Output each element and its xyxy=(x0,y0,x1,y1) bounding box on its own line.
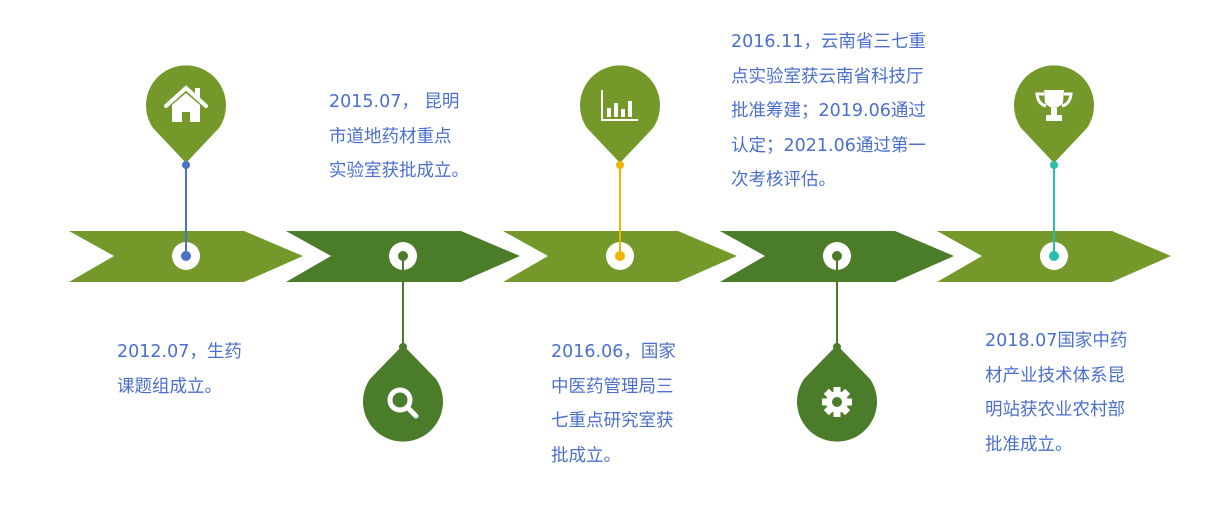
milestone-description: 2016.06，国家中医药管理局三七重点研究室获批成立。 xyxy=(551,335,676,473)
milestone-text-line: 批准成立。 xyxy=(985,434,1073,455)
node-dot xyxy=(398,251,408,261)
milestone-text-line: 2016.06，国家 xyxy=(551,342,676,362)
milestone-text-line: 七重点研究室获 xyxy=(551,411,674,431)
timeline-milestone xyxy=(503,65,737,282)
milestone-text-line: 次考核评估。 xyxy=(731,170,836,190)
connector-dot xyxy=(833,343,841,351)
home-icon xyxy=(164,85,208,122)
connector-dot xyxy=(182,161,190,169)
milestone-text-line: 2018.07国家中药 xyxy=(985,331,1128,351)
search-icon xyxy=(387,387,419,419)
milestone-description: 2015.07， 昆明市道地药材重点实验室获批成立。 xyxy=(329,85,469,189)
milestone-text-line: 材产业技术体系昆 xyxy=(985,365,1125,386)
connector-dot xyxy=(399,343,407,351)
node-dot xyxy=(181,251,191,261)
timeline-milestone xyxy=(69,65,303,282)
milestone-text-line: 2012.07，生药 xyxy=(117,342,242,362)
node-dot xyxy=(832,251,842,261)
milestone-text-line: 点实验室获云南省科技厅 xyxy=(731,66,924,87)
milestone-text-line: 认定；2021.06通过第一 xyxy=(731,135,926,156)
map-pin-marker xyxy=(363,345,443,442)
map-pin-marker xyxy=(146,65,226,163)
timeline-milestone xyxy=(937,65,1171,282)
milestone-description: 2012.07，生药课题组成立。 xyxy=(117,335,242,404)
timeline-milestone xyxy=(720,231,954,442)
milestone-text-line: 课题组成立。 xyxy=(117,376,222,397)
bar-chart-icon xyxy=(601,90,638,121)
map-pin-marker xyxy=(580,65,660,163)
gear-icon xyxy=(822,387,852,417)
milestone-description: 2016.11，云南省三七重点实验室获云南省科技厅批准筹建；2019.06通过认… xyxy=(731,25,926,198)
milestone-text-line: 2016.11，云南省三七重 xyxy=(731,32,926,52)
milestone-text-line: 市道地药材重点 xyxy=(329,126,452,147)
trophy-icon xyxy=(1035,90,1073,121)
milestone-text-line: 2015.07， 昆明 xyxy=(329,92,460,112)
milestone-text-line: 实验室获批成立。 xyxy=(329,161,469,181)
milestone-text-line: 明站获农业农村部 xyxy=(985,400,1125,420)
node-dot xyxy=(615,251,625,261)
connector-dot xyxy=(1050,161,1058,169)
milestone-text-line: 中医药管理局三 xyxy=(551,376,674,397)
milestone-text-line: 批准筹建；2019.06通过 xyxy=(731,101,926,121)
connector-dot xyxy=(616,161,624,169)
milestone-description: 2018.07国家中药材产业技术体系昆明站获农业农村部批准成立。 xyxy=(985,324,1127,462)
milestone-text-line: 批成立。 xyxy=(551,445,621,466)
node-dot xyxy=(1049,251,1059,261)
timeline-milestone xyxy=(286,231,520,442)
